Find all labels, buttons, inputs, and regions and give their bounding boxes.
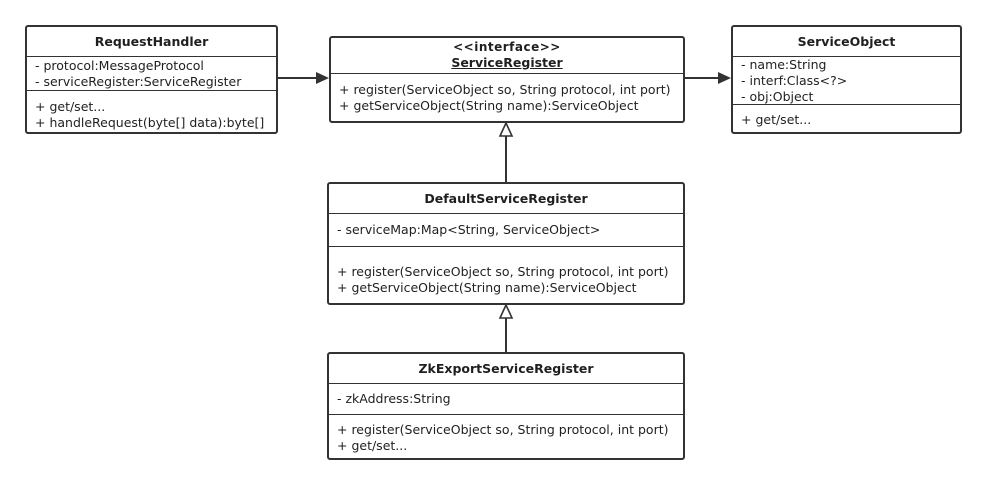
method-list: + register(ServiceObject so, String prot… bbox=[339, 82, 679, 114]
generalization-arrow-default-to-serviceregister bbox=[498, 121, 514, 182]
attribute-item: - protocol:MessageProtocol bbox=[35, 58, 204, 73]
method-list: + get/set... bbox=[741, 112, 956, 128]
attribute-item: - serviceRegister:ServiceRegister bbox=[35, 74, 242, 89]
class-serviceobject[interactable]: ServiceObject - name:String - interf:Cla… bbox=[731, 25, 962, 134]
attribute-list: - zkAddress:String bbox=[337, 391, 679, 407]
attribute-item: - obj:Object bbox=[741, 89, 814, 104]
class-requesthandler[interactable]: RequestHandler - protocol:MessageProtoco… bbox=[25, 25, 278, 134]
generalization-arrow-zk-to-default bbox=[498, 303, 514, 352]
method-list: + get/set... + handleRequest(byte[] data… bbox=[35, 99, 272, 131]
class-name: ServiceRegister bbox=[451, 55, 563, 70]
interface-serviceregister[interactable]: <<interface>> ServiceRegister + register… bbox=[329, 36, 685, 123]
attribute-list: - serviceMap:Map<String, ServiceObject> bbox=[337, 222, 679, 238]
association-arrow-requesthandler-serviceregister bbox=[278, 72, 329, 84]
class-zkexportserviceregister[interactable]: ZkExportServiceRegister - zkAddress:Stri… bbox=[327, 352, 685, 460]
method-item: + get/set... bbox=[741, 112, 812, 127]
association-arrow-serviceregister-serviceobject bbox=[685, 72, 731, 84]
attribute-item: - interf:Class<?> bbox=[741, 73, 848, 88]
method-item: + register(ServiceObject so, String prot… bbox=[339, 82, 671, 97]
attribute-item: - zkAddress:String bbox=[337, 391, 451, 406]
method-item: + handleRequest(byte[] data):byte[] bbox=[35, 115, 265, 130]
class-name: DefaultServiceRegister bbox=[424, 191, 588, 206]
method-item: + register(ServiceObject so, String prot… bbox=[337, 422, 669, 437]
class-name: RequestHandler bbox=[94, 34, 209, 49]
method-item: + get/set... bbox=[35, 99, 106, 114]
attribute-list: - protocol:MessageProtocol - serviceRegi… bbox=[35, 58, 272, 90]
method-item: + get/set... bbox=[337, 438, 408, 453]
method-item: + getServiceObject(String name):ServiceO… bbox=[339, 98, 639, 113]
attribute-list: - name:String - interf:Class<?> - obj:Ob… bbox=[741, 57, 956, 105]
stereotype-label: <<interface>> bbox=[453, 40, 561, 54]
method-item: + register(ServiceObject so, String prot… bbox=[337, 264, 669, 279]
attribute-item: - serviceMap:Map<String, ServiceObject> bbox=[337, 222, 601, 237]
attribute-item: - name:String bbox=[741, 57, 827, 72]
method-item: + getServiceObject(String name):ServiceO… bbox=[337, 280, 637, 295]
method-list: + register(ServiceObject so, String prot… bbox=[337, 264, 679, 296]
class-name: ZkExportServiceRegister bbox=[418, 361, 594, 376]
class-defaultserviceregister[interactable]: DefaultServiceRegister - serviceMap:Map<… bbox=[327, 182, 685, 305]
method-list: + register(ServiceObject so, String prot… bbox=[337, 422, 679, 454]
class-name: ServiceObject bbox=[797, 34, 896, 49]
